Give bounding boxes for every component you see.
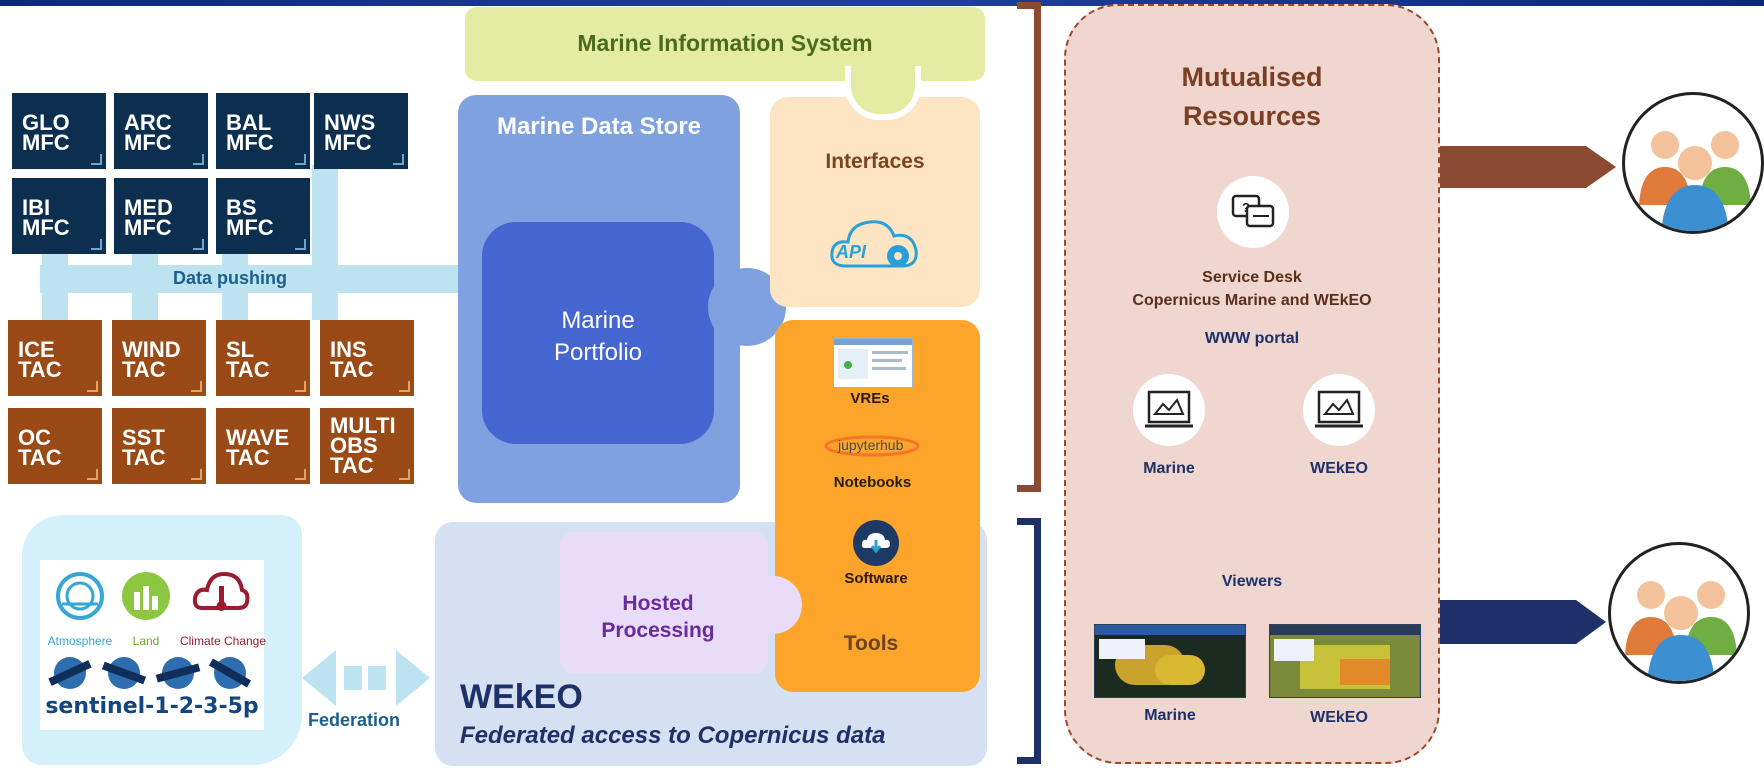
tile-wave-tac: WAVE TAC — [216, 408, 310, 484]
vre-screenshot-icon — [833, 338, 913, 388]
pipe-v1 — [42, 245, 68, 320]
tile-med-mfc: MED MFC — [114, 178, 208, 254]
climate-change-label: Climate Change — [179, 634, 267, 648]
wekeo-title: WEkEO — [460, 678, 583, 716]
svg-text:?: ? — [1242, 200, 1250, 215]
tile-bal-mfc: BAL MFC — [216, 93, 310, 169]
mis-title: Marine Information System — [577, 30, 873, 56]
interfaces-title: Interfaces — [825, 150, 925, 173]
portfolio-box — [482, 222, 714, 444]
pipe-horizontal — [40, 265, 460, 293]
top-banner — [0, 0, 1764, 6]
hosted-processing-box — [560, 532, 768, 674]
viewer-wekeo-label[interactable]: WEkEO — [1310, 709, 1368, 726]
portal-marine-icon — [1133, 374, 1205, 446]
hosted-processing-label: Hosted Processing — [601, 592, 715, 642]
tile-sl-tac: SL TAC — [216, 320, 310, 396]
jupyterhub-icon: jupyterhub — [820, 426, 924, 466]
atmosphere-icon — [52, 566, 108, 622]
tile-ibi-mfc: IBI MFC — [12, 178, 106, 254]
users-wekeo-icon — [1608, 542, 1750, 684]
portal-wekeo-icon — [1303, 374, 1375, 446]
wekeo-subtitle: Federated access to Copernicus data — [460, 722, 886, 749]
viewer-marine-label[interactable]: Marine — [1144, 707, 1196, 724]
viewer-marine-thumbnail[interactable] — [1094, 624, 1246, 698]
land-label: Land — [132, 634, 160, 648]
arrow-wekeo-users — [1440, 596, 1608, 648]
satellites-icon — [44, 655, 258, 691]
tile-ice-tac: ICE TAC — [8, 320, 102, 396]
software-download-icon — [853, 520, 899, 566]
sentinel-brand: sentinel-1-2-3-5p — [45, 694, 259, 719]
portal-wekeo-link[interactable]: WEkEO — [1310, 460, 1368, 477]
www-portal-label: WWW portal — [1204, 330, 1300, 347]
federation-label: Federation — [307, 710, 400, 730]
land-icon — [118, 566, 174, 622]
climate-change-icon — [192, 566, 250, 622]
pipe-v4 — [312, 165, 338, 320]
tile-oc-tac: OC TAC — [8, 408, 102, 484]
portal-marine-link[interactable]: Marine — [1143, 460, 1195, 477]
tile-bs-mfc: BS MFC — [216, 178, 310, 254]
tile-arc-mfc: ARC MFC — [114, 93, 208, 169]
cloud-api-icon: API — [828, 212, 924, 274]
tile-sst-tac: SST TAC — [112, 408, 206, 484]
tile-ins-tac: INS TAC — [320, 320, 414, 396]
vres-label: VREs — [850, 390, 890, 407]
pipe-v2 — [132, 245, 158, 320]
bracket-marine — [1017, 2, 1041, 492]
puzzle-notch — [845, 66, 921, 120]
pipe-v3 — [222, 245, 248, 320]
tile-multi-obs-tac: MULTI OBS TAC — [320, 408, 414, 484]
portfolio-label: Marine Portfolio — [553, 307, 643, 366]
arrow-marine-users — [1440, 142, 1618, 192]
tools-title: Tools — [843, 632, 899, 655]
jupyterhub-label: jupyterhub — [838, 437, 904, 453]
users-marine-icon — [1622, 92, 1764, 234]
viewers-label: Viewers — [1221, 573, 1283, 590]
data-pushing-label: Data pushing — [172, 268, 287, 288]
notebooks-label: Notebooks — [833, 474, 912, 491]
service-desk-label: Service Desk Copernicus Marine and WEkEO — [1132, 269, 1372, 309]
service-desk-icon: ? — [1217, 176, 1289, 248]
tile-wind-tac: WIND TAC — [112, 320, 206, 396]
mutualised-title: Mutualised Resources — [1181, 62, 1323, 131]
puzzle-connector-tools — [744, 576, 802, 634]
tile-nws-mfc: NWS MFC — [314, 93, 408, 169]
atmosphere-label: Atmosphere — [47, 634, 113, 648]
interfaces-panel — [770, 97, 980, 307]
api-label: API — [836, 242, 867, 262]
tile-glo-mfc: GLO MFC — [12, 93, 106, 169]
federation-arrow — [302, 650, 430, 706]
viewer-wekeo-thumbnail[interactable] — [1269, 624, 1421, 698]
software-label: Software — [844, 570, 908, 587]
bracket-wekeo — [1017, 518, 1041, 764]
data-store-title: Marine Data Store — [496, 113, 702, 140]
